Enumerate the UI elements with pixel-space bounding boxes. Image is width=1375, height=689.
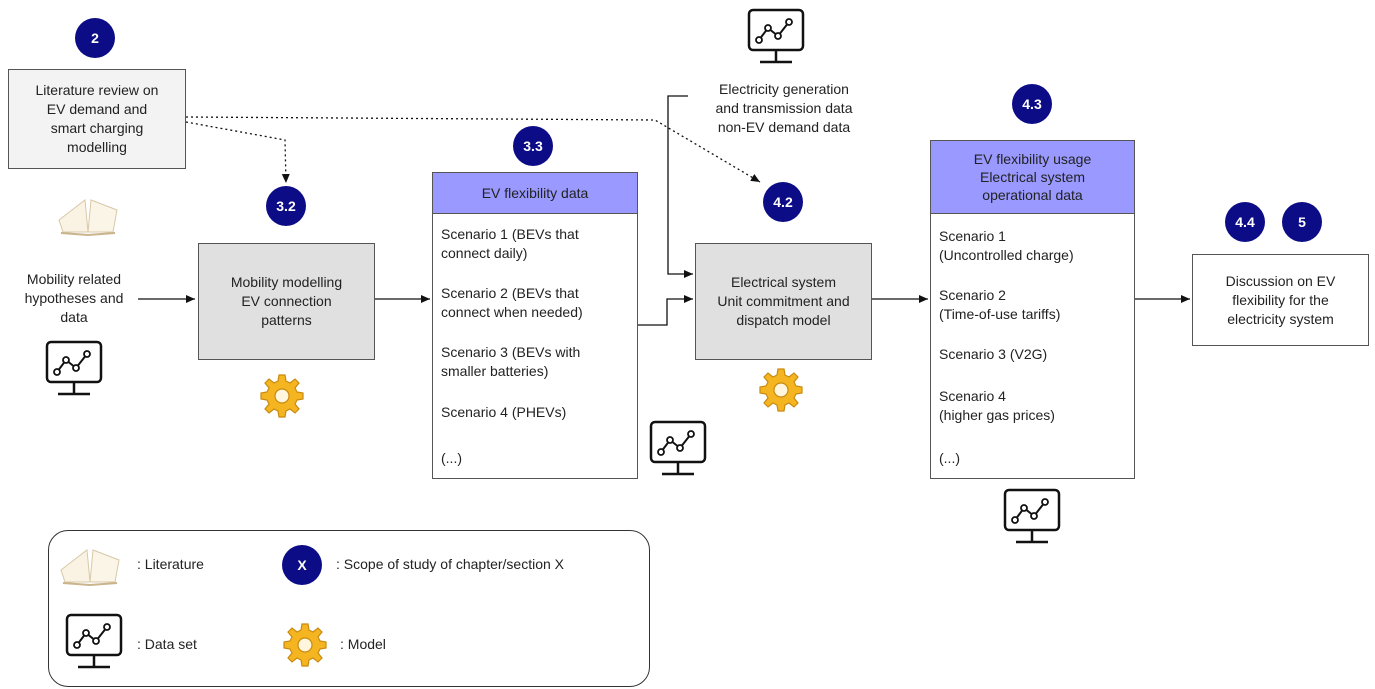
badge-4-2: 4.2 [763, 182, 803, 222]
scenario-line: Scenario 2 (BEVs that [441, 285, 579, 301]
discussion-line: Discussion on EV [1225, 272, 1336, 289]
scenario-line: (Uncontrolled charge) [939, 247, 1074, 263]
gear-icon [260, 374, 304, 418]
ev-flex-scenario-2: Scenario 2 (BEVs that connect when neede… [441, 284, 583, 322]
electricity-data-text: Electricity generation and transmission … [690, 80, 878, 137]
dataset-icon [65, 613, 123, 669]
badge-3-3: 3.3 [513, 126, 553, 166]
gear-icon [759, 368, 803, 412]
scenario-line: smaller batteries) [441, 363, 549, 379]
legend-model-label: : Model [340, 636, 386, 652]
scenario-line: (...) [939, 450, 960, 466]
scenario-line: Scenario 4 (PHEVs) [441, 404, 567, 420]
legend-scope-badge: X [282, 545, 322, 585]
legend-scope-label: : Scope of study of chapter/section X [336, 556, 565, 572]
usage-scenario-1: Scenario 1 (Uncontrolled charge) [939, 227, 1074, 265]
ev-flex-scenario-1: Scenario 1 (BEVs that connect daily) [441, 225, 579, 263]
scenario-line: Scenario 2 [939, 287, 1006, 303]
usage-header-line: Electrical system [979, 169, 1086, 185]
scenario-line: Scenario 4 [939, 388, 1006, 404]
literature-line: modelling [67, 139, 127, 155]
literature-line: smart charging [50, 120, 144, 136]
mobility-input-line: data [60, 309, 88, 325]
ev-flex-scenario-4: Scenario 4 (PHEVs) [441, 403, 566, 422]
discussion-line: flexibility for the [1232, 291, 1329, 308]
usage-more: (...) [939, 449, 960, 468]
usage-header: EV flexibility usage Electrical system o… [931, 141, 1134, 214]
usage-header-line: EV flexibility usage [973, 151, 1092, 167]
legend-literature-label: : Literature [137, 556, 204, 572]
elec-data-line: non-EV demand data [717, 119, 851, 135]
badge-3-2: 3.2 [266, 186, 306, 226]
badge-2: 2 [75, 18, 115, 58]
badge-4-4: 4.4 [1225, 202, 1265, 242]
elec-data-line: Electricity generation [719, 81, 849, 97]
literature-line: Literature review on [35, 82, 159, 98]
elec-model-line: dispatch model [736, 312, 831, 328]
badge-4-3: 4.3 [1012, 84, 1052, 124]
discussion-line: electricity system [1227, 310, 1334, 327]
scenario-line: (Time-of-use tariffs) [939, 306, 1061, 322]
ev-flexibility-data-box: EV flexibility data Scenario 1 (BEVs tha… [432, 172, 638, 479]
mobility-model-line: patterns [261, 312, 312, 328]
mobility-model-box: Mobility modelling EV connection pattern… [198, 243, 375, 360]
mobility-model-line: EV connection [241, 293, 332, 309]
usage-header-line: operational data [982, 187, 1083, 203]
mobility-model-line: Mobility modelling [230, 274, 343, 290]
scenario-line: Scenario 1 (BEVs that [441, 226, 579, 242]
usage-scenario-3: Scenario 3 (V2G) [939, 345, 1047, 364]
dotted-lit-to-32 [185, 121, 290, 184]
mobility-input-line: Mobility related [26, 271, 122, 287]
dataset-icon [1003, 488, 1061, 544]
electrical-system-model-box: Electrical system Unit commitment and di… [695, 243, 872, 360]
scenario-line: connect daily) [441, 245, 528, 261]
legend: : Literature X : Scope of study of chapt… [48, 530, 650, 687]
ev-flexibility-usage-box: EV flexibility usage Electrical system o… [930, 140, 1135, 479]
dotted-lit-to-42 [185, 116, 761, 183]
mobility-input-text: Mobility related hypotheses and data [6, 270, 142, 327]
elec-data-line: and transmission data [715, 100, 853, 116]
elec-model-line: Unit commitment and [717, 293, 850, 309]
arrow-elecdata-to-elec [667, 95, 693, 278]
literature-line: EV demand and [46, 101, 148, 117]
arrow-evflex-to-elec [638, 295, 693, 326]
legend-dataset-label: : Data set [137, 636, 197, 652]
scenario-line: (...) [441, 450, 462, 466]
scenario-line: Scenario 3 (BEVs with [441, 344, 581, 360]
book-icon [58, 199, 118, 237]
mobility-input-line: hypotheses and [24, 290, 124, 306]
ev-flexibility-header: EV flexibility data [433, 173, 637, 214]
scenario-line: (higher gas prices) [939, 407, 1055, 423]
scenario-line: Scenario 1 [939, 228, 1006, 244]
usage-scenario-2: Scenario 2 (Time-of-use tariffs) [939, 286, 1060, 324]
ev-flex-more: (...) [441, 449, 462, 468]
dataset-icon [45, 340, 103, 396]
scenario-line: connect when needed) [441, 304, 583, 320]
usage-scenario-4: Scenario 4 (higher gas prices) [939, 387, 1055, 425]
literature-review-box: Literature review on EV demand and smart… [8, 69, 186, 169]
scenario-line: Scenario 3 (V2G) [939, 346, 1048, 362]
badge-5: 5 [1282, 202, 1322, 242]
elec-model-line: Electrical system [730, 274, 837, 290]
dataset-icon [649, 420, 707, 476]
dataset-icon [747, 8, 805, 64]
book-icon [60, 549, 120, 587]
ev-flex-scenario-3: Scenario 3 (BEVs with smaller batteries) [441, 343, 580, 381]
discussion-box: Discussion on EV flexibility for the ele… [1192, 254, 1369, 346]
gear-icon [283, 623, 327, 667]
